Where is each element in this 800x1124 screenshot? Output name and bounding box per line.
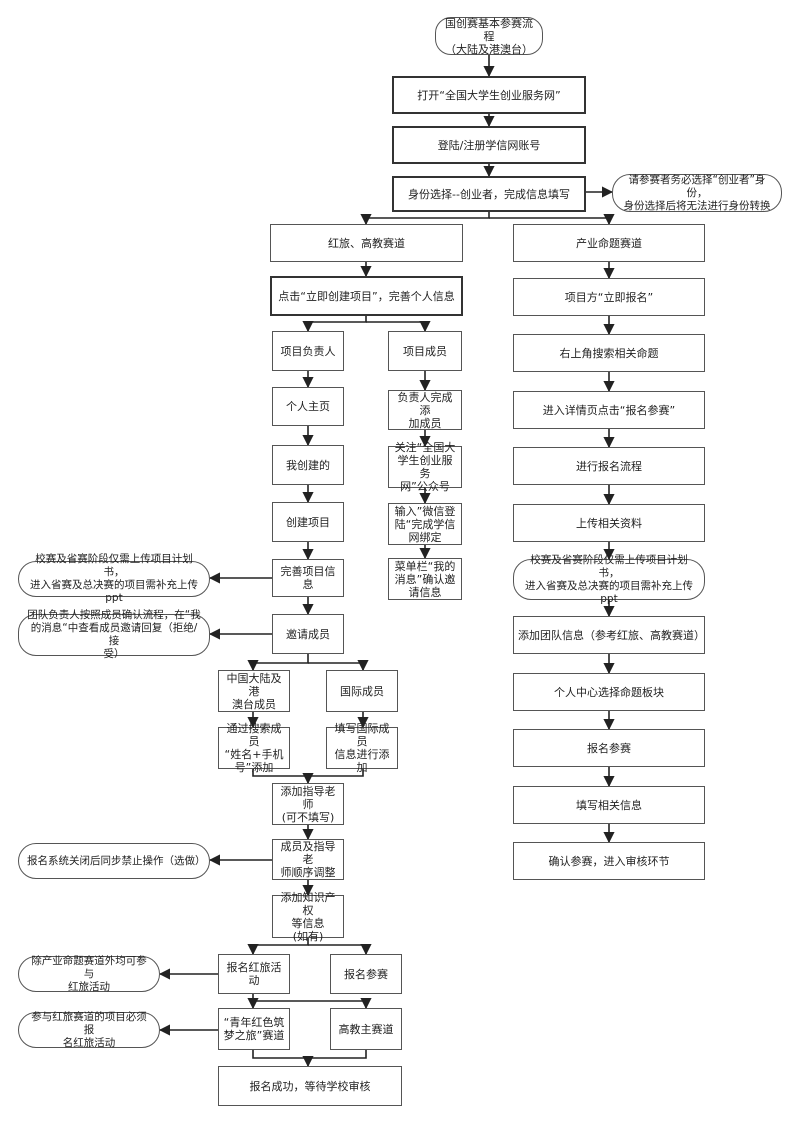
my-created-node: 我创建的 (272, 445, 344, 485)
industry-team-node: 添加团队信息（参考红旅、高教赛道） (513, 616, 705, 654)
search-add-node: 通过搜索成员 “姓名+手机 号”添加 (218, 722, 290, 774)
plan-note-left: 校赛及省赛阶段仅需上传项目计划书， 进入省赛及总决赛的项目需补充上传ppt (18, 553, 210, 604)
register-node: 报名参赛 (330, 954, 402, 994)
order-note: 报名系统关闭后同步禁止操作（选做） (18, 843, 210, 879)
member-menu-node: 菜单栏“我的 消息”确认邀 请信息 (388, 558, 462, 600)
ip-node: 添加知识产权 等信息 (如有) (272, 891, 344, 943)
personal-home-node: 个人主页 (272, 387, 344, 426)
industry-search-node: 右上角搜索相关命题 (513, 334, 705, 372)
order-node: 成员及指导老 师顺序调整 (272, 839, 344, 880)
track-industry-node: 产业命题赛道 (513, 224, 705, 262)
identity-note: 请参赛者务必选择“创业者”身份， 身份选择后将无法进行身份转换 (612, 174, 782, 212)
create-project-node: 点击“立即创建项目”，完善个人信息 (270, 276, 463, 316)
member-wechat-node: 输入”微信登 陆“完成学信 网绑定 (388, 503, 462, 545)
success-node: 报名成功，等待学校审核 (218, 1066, 402, 1106)
industry-plan-note: 校赛及省赛阶段仅需上传项目计划书， 进入省赛及总决赛的项目需补充上传ppt (513, 554, 705, 605)
industry-detail-node: 进入详情页点击“报名参赛” (513, 391, 705, 429)
mainland-member-node: 中国大陆及港 澳台成员 (218, 670, 290, 712)
industry-confirm-node: 确认参赛，进入审核环节 (513, 842, 705, 880)
youth-red-track-node: “青年红色筑 梦之旅”赛道 (218, 1008, 290, 1050)
member-follow-node: 关注“全国大 学生创业服务 网”公众号 (388, 441, 462, 493)
identity-node: 身份选择--创业者，完成信息填写 (392, 176, 586, 212)
higher-main-track-node: 高教主赛道 (330, 1008, 402, 1050)
invite-note: 团队负责人按照成员确认流程，在“我 的消息“中查看成员邀请回复（拒绝/接 受） (18, 609, 210, 660)
industry-upload-node: 上传相关资料 (513, 504, 705, 542)
track-red-higher-node: 红旅、高教赛道 (270, 224, 463, 262)
fill-international-node: 填写国际成员 信息进行添加 (326, 722, 398, 774)
youth-red-note: 参与红旅赛道的项目必须报 名红旅活动 (18, 1011, 160, 1049)
international-member-node: 国际成员 (326, 670, 398, 712)
start-node: 国创赛基本参赛流程 （大陆及港澳台） (435, 17, 543, 56)
open-site-node: 打开“全国大学生创业服务网” (392, 76, 586, 114)
member-leader-done-node: 负责人完成添 加成员 (388, 390, 462, 430)
red-activity-node: 报名红旅活动 (218, 954, 290, 994)
member-node: 项目成员 (388, 331, 462, 371)
leader-node: 项目负责人 (272, 331, 344, 371)
add-teacher-node: 添加指导老师 (可不填写) (272, 783, 344, 825)
industry-apply-node: 项目方“立即报名” (513, 278, 705, 316)
complete-info-node: 完善项目信息 (272, 559, 344, 597)
login-node: 登陆/注册学信网账号 (392, 126, 586, 164)
create-node: 创建项目 (272, 502, 344, 542)
industry-fill-node: 填写相关信息 (513, 786, 705, 824)
invite-node: 邀请成员 (272, 614, 344, 654)
industry-select-node: 个人中心选择命题板块 (513, 673, 705, 711)
industry-register-node: 报名参赛 (513, 729, 705, 767)
industry-process-node: 进行报名流程 (513, 447, 705, 485)
red-activity-note: 除产业命题赛道外均可参与 红旅活动 (18, 955, 160, 993)
